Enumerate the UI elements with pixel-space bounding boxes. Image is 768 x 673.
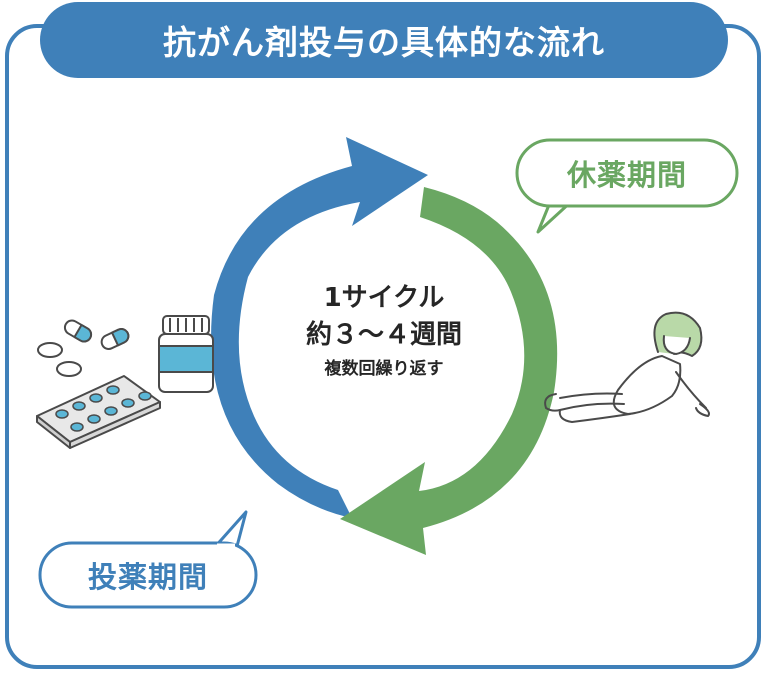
repeat-note: 複数回繰り返す — [324, 359, 444, 379]
title-pill — [40, 2, 728, 78]
dose-arrow — [211, 137, 428, 518]
cycle-label: 1サイクル — [323, 283, 445, 313]
medicine-pills-icon — [36, 315, 214, 449]
cycle-duration: 約３～４週間 — [305, 320, 462, 350]
rest-period-label: 休薬期間 — [566, 158, 687, 192]
rest-arrow — [340, 187, 558, 555]
dose-bubble — [38, 510, 258, 609]
cycle-summary: 1サイクル 約３～４週間 複数回繰り返す — [234, 280, 534, 384]
rest-bubble — [515, 138, 739, 234]
cycle-arrows — [211, 137, 558, 555]
resting-person-icon — [544, 311, 710, 423]
dose-period-label: 投薬期間 — [87, 560, 208, 594]
page-title: 抗がん剤投与の具体的な流れ — [163, 23, 605, 62]
